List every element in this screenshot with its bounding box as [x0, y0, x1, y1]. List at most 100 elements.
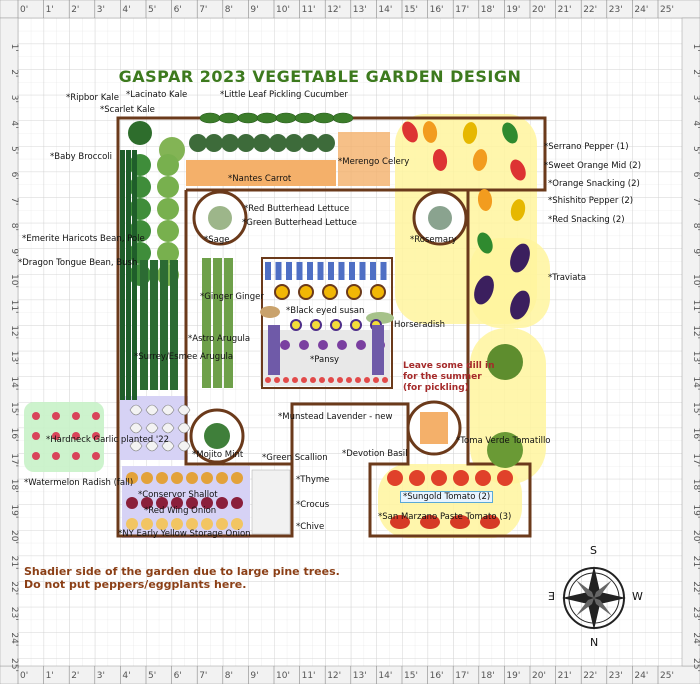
ruler-tick-label: 12' [327, 5, 341, 15]
ruler-tick-label: 8' [225, 671, 233, 681]
ruler-tick-label: 25' [9, 658, 19, 672]
crocus-icon [328, 377, 334, 383]
onion-plants [126, 472, 243, 530]
lavender-icon [349, 262, 355, 280]
ruler-tick-label: 12' [691, 325, 700, 339]
shallot-icon [126, 472, 138, 484]
label-horseradish: Horseradish [394, 320, 446, 330]
ruler-tick-label: 20' [532, 671, 546, 681]
shallot-icon [186, 472, 198, 484]
cucumber-row [199, 112, 354, 124]
red-onion-icon [171, 497, 183, 509]
kale-icon [189, 134, 207, 152]
ruler-tick-label: 6' [174, 671, 182, 681]
lavender-icon [317, 262, 324, 280]
ruler-tick-label: 7' [691, 197, 700, 205]
ruler-tick-label: 11' [9, 300, 19, 314]
lavender-icon [296, 262, 303, 280]
ruler-tick-label: 13' [353, 671, 367, 681]
ruler-tick-label: 16' [430, 5, 444, 15]
ruler-tick-label: 14' [378, 5, 392, 15]
crocus-icon [301, 377, 307, 383]
kale-icon [269, 134, 287, 152]
ruler-tick-label: 13' [9, 351, 19, 365]
ruler-tick-label: 14' [691, 376, 700, 390]
compass-rose [562, 566, 626, 630]
ruler-tick-label: 8' [691, 223, 700, 231]
ruler-tick-label: 9' [9, 248, 19, 256]
pepper-icon [502, 122, 518, 144]
crocus-icon [274, 377, 280, 383]
ruler-tick-label: 6' [174, 5, 182, 15]
crocus-icon [364, 377, 370, 383]
label-serrano: *Serrano Pepper (1) [544, 142, 629, 152]
label-black-eyed-susan: *Black eyed susan [286, 306, 365, 316]
ruler-tick-label: 2' [71, 5, 79, 15]
ruler-tick-label: 15' [691, 402, 700, 416]
ruler-tick-label: 6' [9, 172, 19, 180]
label-sweet-orange: *Sweet Orange Mid (2) [544, 161, 642, 171]
broccoli-icon [157, 154, 179, 176]
ruler-tick-label: 1' [9, 44, 19, 52]
tomato-icon [453, 470, 469, 486]
kale-icon [253, 134, 271, 152]
garlic-icon [129, 404, 143, 416]
ruler-tick-label: 9' [691, 248, 700, 256]
black-eyed-susan-icon [370, 284, 386, 300]
crocus-icon [373, 377, 379, 383]
tomato-icon [387, 470, 403, 486]
crocus-icon [346, 377, 352, 383]
crocus-icon [265, 377, 271, 383]
dill-carrot-icon [420, 412, 448, 444]
lavender-icon [275, 262, 282, 280]
red-onion-icon [156, 497, 168, 509]
ruler-tick-label: 19' [9, 504, 19, 518]
label-rosemary: *Rosemary [410, 235, 457, 245]
shallot-icon [156, 472, 168, 484]
label-thyme: *Thyme [296, 475, 330, 485]
label-chive: *Chive [296, 522, 325, 532]
label-ripbor-kale: *Ripbor Kale [66, 93, 119, 103]
ruler-tick-label: 23' [691, 607, 700, 621]
ruler-tick-label: 5' [9, 146, 19, 154]
bean-icon [170, 260, 178, 390]
bean-icon [126, 150, 131, 400]
ruler-tick-label: 24' [9, 632, 19, 646]
yellow-onion-icon [201, 518, 213, 530]
ruler-tick-label: 5' [148, 5, 156, 15]
ruler-right: 1'2'3'4'5'6'7'8'9'10'11'12'13'14'15'16'1… [681, 17, 700, 672]
ruler-tick-label: 5' [691, 146, 700, 154]
yellow-onion-icon [156, 518, 168, 530]
ruler-tick-label: 3' [9, 95, 19, 103]
pansy-icon [350, 319, 362, 331]
ruler-tick-label: 19' [506, 671, 520, 681]
compass-n: N [590, 636, 599, 649]
ruler-tick-label: 22' [9, 581, 19, 595]
ruler-tick-label: 18' [691, 479, 700, 493]
ruler-tick-label: 1' [691, 44, 700, 52]
label-red-butterhead: *Red Butterhead Lettuce [244, 204, 350, 214]
label-red-wing-onion: *Red Wing Onion [144, 506, 217, 516]
radish-icon [92, 432, 100, 440]
pepper-icon [462, 122, 478, 144]
pepper-icon [477, 232, 493, 254]
shallot-icon [141, 472, 153, 484]
pansy-icon [290, 319, 302, 331]
lavender-icon [359, 262, 366, 280]
mint-icon [204, 423, 230, 449]
radish-plants [32, 412, 100, 460]
flower-bed-border [261, 257, 393, 389]
page-title: GASPAR 2023 VEGETABLE GARDEN DESIGN [118, 67, 522, 86]
pepper-icon [510, 159, 526, 181]
cucumber-icon [294, 112, 316, 124]
ruler-tick-label: 16' [430, 671, 444, 681]
ruler-tick-label: 7' [199, 5, 207, 15]
yellow-onion-icon [126, 518, 138, 530]
red-onion-icon [231, 497, 243, 509]
tomato-icon [480, 515, 500, 529]
ruler-tick-label: 4' [691, 120, 700, 128]
crocus-icon [337, 377, 343, 383]
radish-icon [52, 412, 60, 420]
garlic-icon [145, 422, 159, 434]
ruler-tick-label: 16' [9, 428, 19, 442]
